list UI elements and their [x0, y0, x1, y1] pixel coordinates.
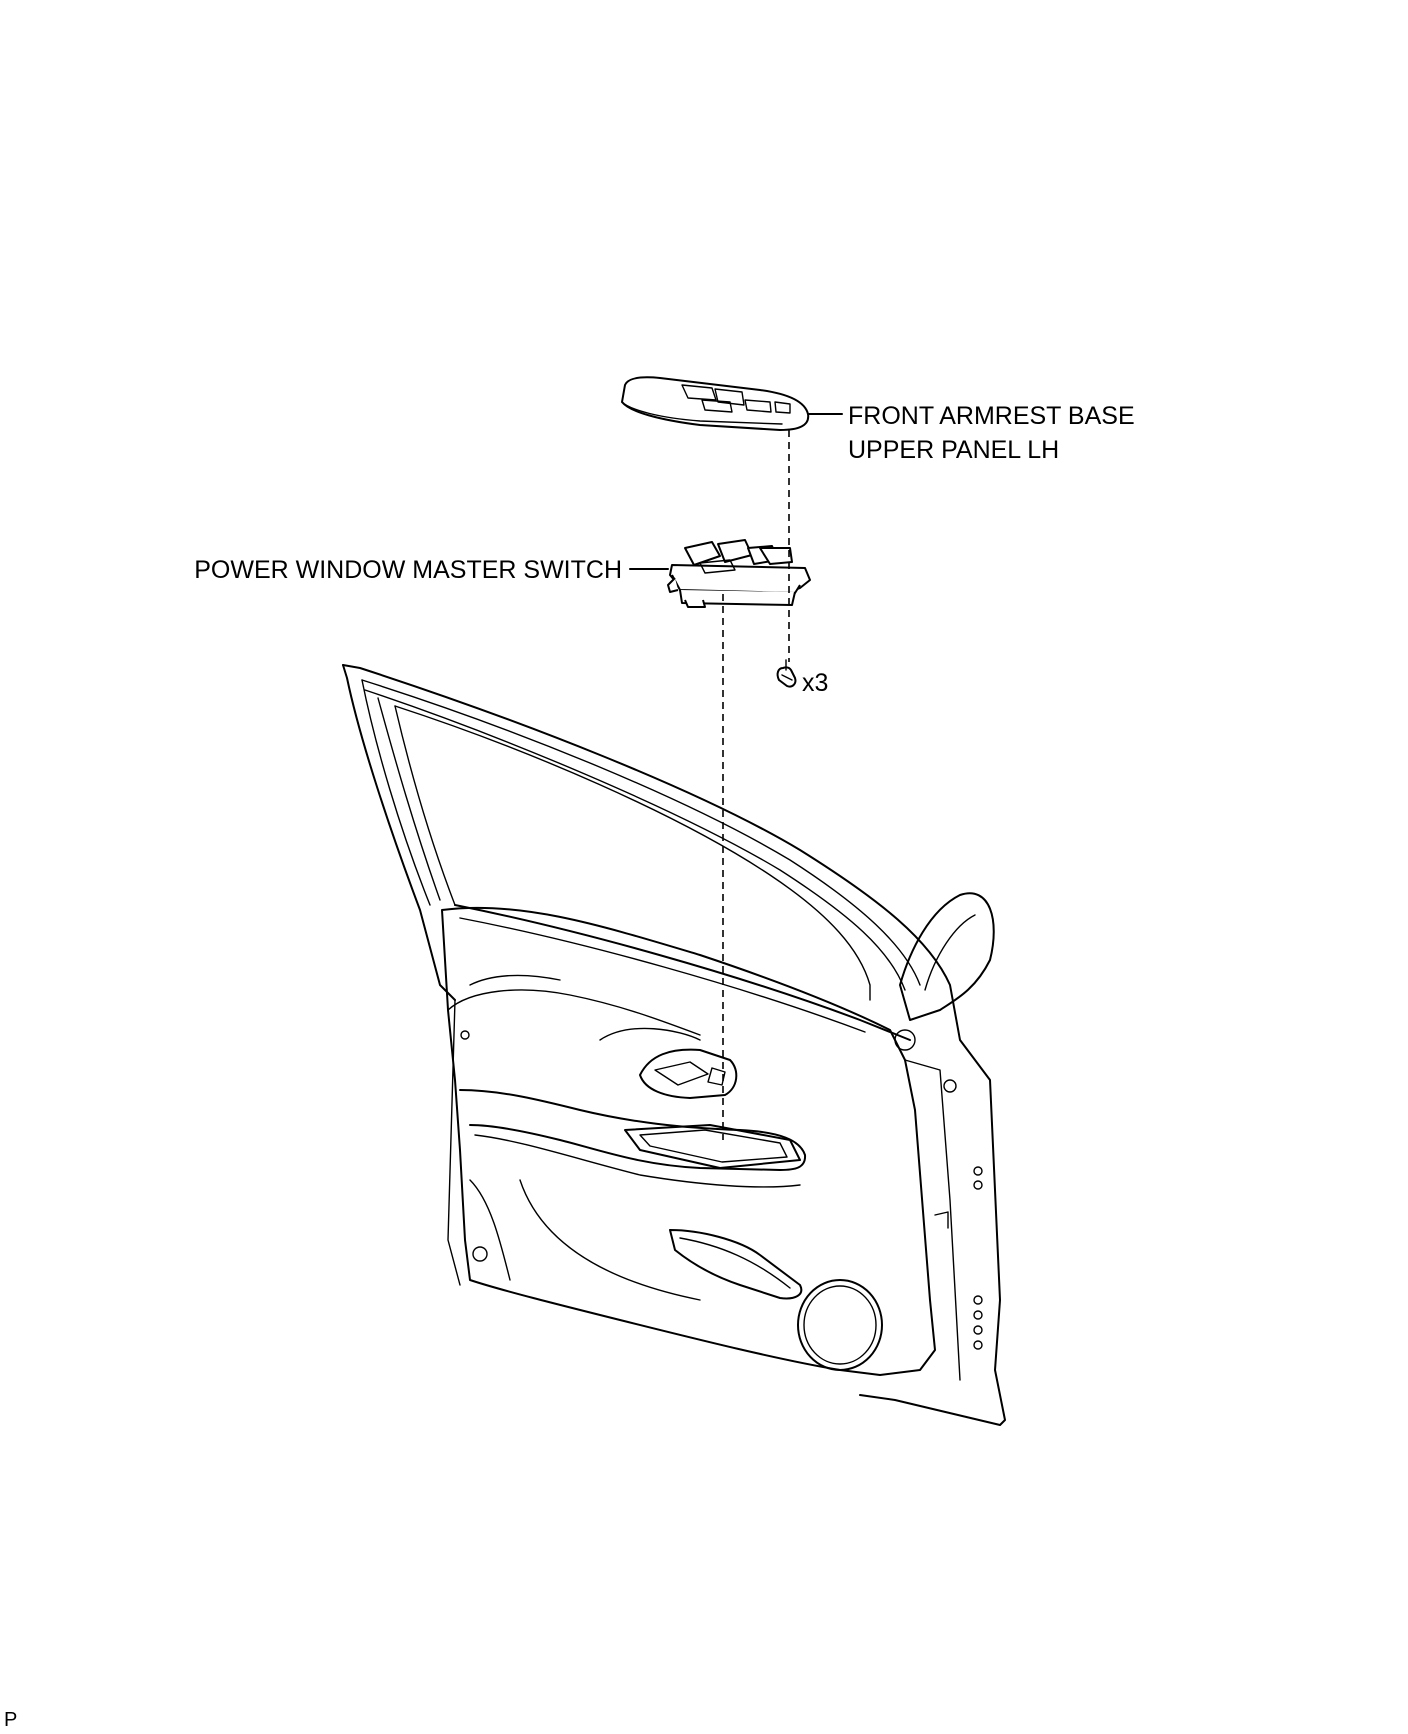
master-switch-label: POWER WINDOW MASTER SWITCH [194, 556, 622, 584]
screw [776, 659, 797, 688]
front-armrest-base-upper-panel [621, 376, 810, 431]
armrest-panel-label-line2: UPPER PANEL LH [848, 436, 1059, 464]
front-door-lh [342, 664, 1006, 1426]
figure-code-label: P [4, 1709, 17, 1731]
screw-quantity-label: x3 [802, 669, 828, 697]
power-window-master-switch [667, 539, 811, 608]
armrest-panel-label-line1: FRONT ARMREST BASE [848, 402, 1135, 430]
